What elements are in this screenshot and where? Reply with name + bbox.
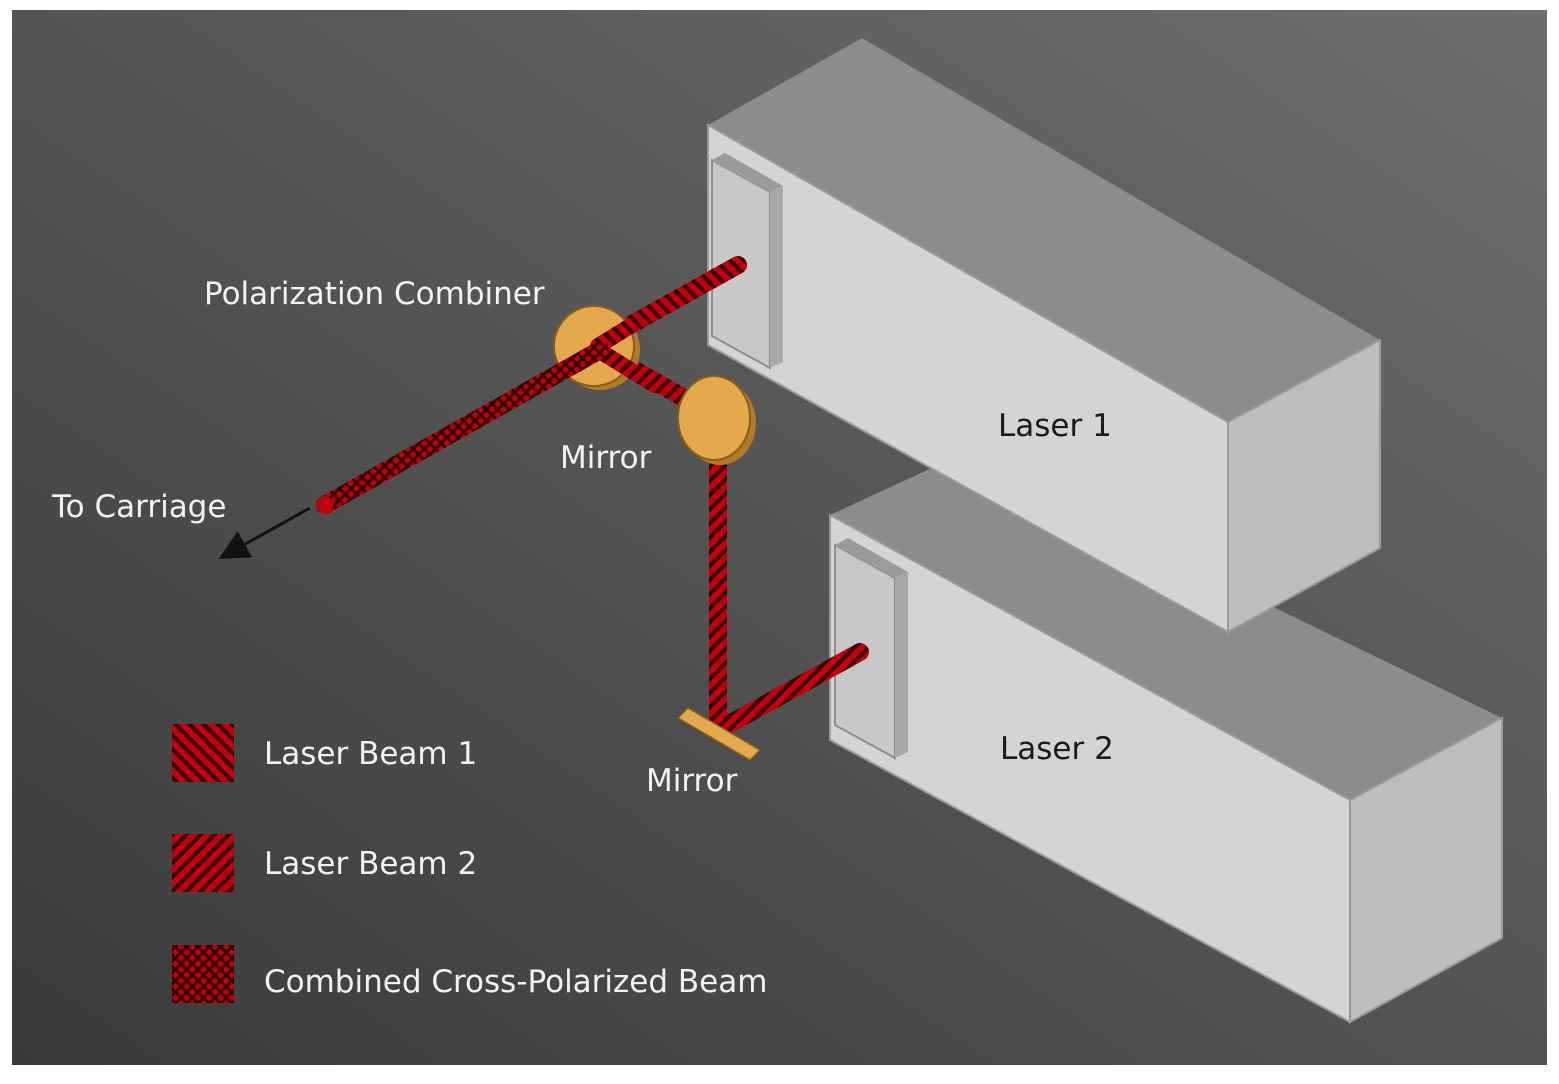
lower-mirror bbox=[676, 707, 762, 761]
laser-1-top-face bbox=[708, 38, 1380, 422]
legend-item-combined-beam: Combined Cross-Polarized Beam bbox=[172, 945, 767, 1003]
laser-2-side-face bbox=[1349, 716, 1503, 1024]
label-mirror-lower: Mirror bbox=[646, 763, 738, 799]
legend-swatch-combined-beam bbox=[172, 945, 234, 1003]
upper-mirror bbox=[677, 375, 756, 465]
combined-beam-end bbox=[317, 496, 333, 514]
legend-label-combined-beam: Combined Cross-Polarized Beam bbox=[264, 964, 767, 1000]
label-to-carriage: To Carriage bbox=[51, 489, 226, 525]
legend-swatch-laser-beam-1 bbox=[172, 724, 234, 782]
laser-1-side-face bbox=[1227, 338, 1381, 634]
legend-label-laser-beam-1: Laser Beam 1 bbox=[264, 736, 477, 772]
label-laser-2: Laser 2 bbox=[1000, 731, 1114, 767]
laser-1-aperture-edge bbox=[770, 186, 783, 368]
laser-beam-1-through-combiner bbox=[590, 312, 648, 354]
to-carriage-arrow bbox=[218, 506, 311, 559]
laser-beam-2-segment-a bbox=[713, 643, 869, 737]
legend-label-laser-beam-2: Laser Beam 2 bbox=[264, 846, 477, 882]
lower-mirror-plate bbox=[676, 707, 762, 761]
laser-2-box bbox=[829, 455, 1503, 1024]
label-mirror-upper: Mirror bbox=[560, 440, 652, 476]
upper-mirror-face bbox=[677, 375, 751, 461]
laser-2-top-face bbox=[830, 455, 1502, 800]
legend: Laser Beam 1 Laser Beam 2 Combined Cross… bbox=[172, 724, 767, 1003]
legend-item-laser-beam-1: Laser Beam 1 bbox=[172, 724, 477, 782]
laser-1-box bbox=[707, 38, 1381, 634]
label-laser-1: Laser 1 bbox=[998, 408, 1112, 444]
laser-1-aperture-top bbox=[712, 153, 783, 192]
combined-beam bbox=[316, 341, 609, 514]
label-polarization-combiner: Polarization Combiner bbox=[204, 276, 545, 312]
legend-swatch-laser-beam-2 bbox=[172, 834, 234, 892]
laser-2-aperture-edge bbox=[895, 572, 908, 758]
laser-2-aperture-top bbox=[835, 538, 908, 578]
laser-beam-2-through-combiner bbox=[590, 342, 663, 393]
legend-item-laser-beam-2: Laser Beam 2 bbox=[172, 834, 477, 892]
